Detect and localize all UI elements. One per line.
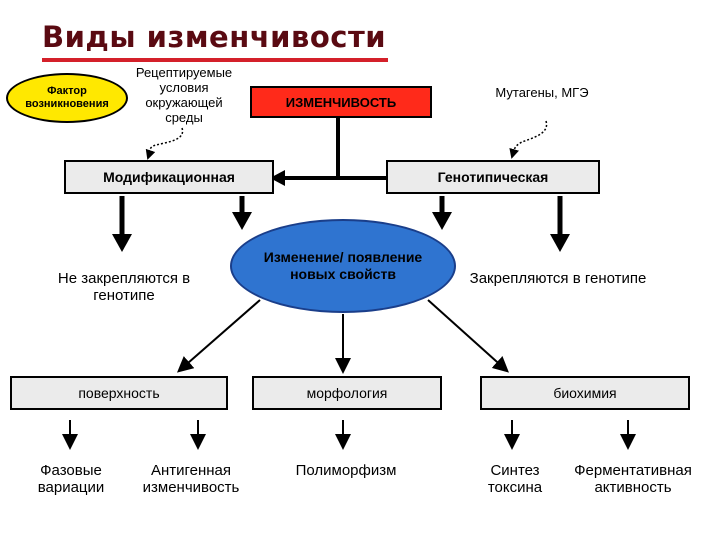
morphology-box: морфология	[252, 376, 442, 410]
factor-oval: Фактор возникновения	[6, 73, 128, 123]
genotypic-box: Генотипическая	[386, 160, 600, 194]
left-arrowhead-icon	[270, 170, 285, 186]
surface-box: поверхность	[10, 376, 228, 410]
not-fixed-label: Не закрепляются в генотипе	[57, 270, 191, 305]
arrow-to-biochemistry	[427, 299, 509, 373]
mutagen-dotted-arrow	[509, 120, 548, 159]
change-oval-label: Изменение/ появление новых свойств	[263, 249, 423, 282]
enzymatic-activity-label: Ферментативная активность	[574, 462, 692, 497]
perceived-conditions-label: Рецептируемые условия окружающей среды	[135, 65, 233, 125]
environment-dotted-arrow	[145, 127, 184, 160]
arrow-to-surface	[176, 299, 261, 373]
polymorphism-label: Полиморфизм	[295, 462, 397, 479]
thick-down-arrows	[112, 196, 570, 252]
toxin-synthesis-label: Синтез токсина	[487, 462, 543, 497]
biochemistry-box: биохимия	[480, 376, 690, 410]
antigenic-variability-label: Антигенная изменчивость	[142, 462, 240, 497]
leaf-down-arrows	[62, 420, 636, 450]
change-oval: Изменение/ появление новых свойств	[230, 219, 456, 313]
page-title: Виды изменчивости	[42, 20, 387, 54]
title-underline	[42, 58, 388, 62]
variability-box: ИЗМЕНЧИВОСТЬ	[250, 86, 432, 118]
phase-variations-label: Фазовые вариации	[37, 462, 105, 497]
mutagens-label: Мутагены, МГЭ	[495, 85, 589, 100]
modification-box: Модификационная	[64, 160, 274, 194]
fixed-label: Закрепляются в генотипе	[469, 270, 647, 287]
